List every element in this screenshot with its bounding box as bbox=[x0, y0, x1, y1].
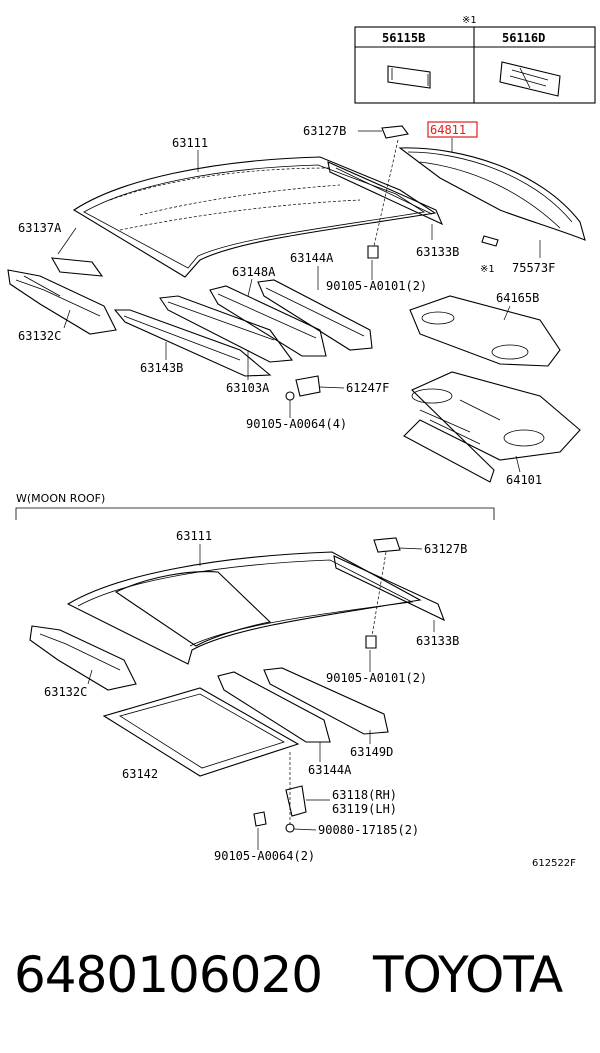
label-64101: 64101 bbox=[506, 473, 542, 487]
label-roof-panel-top: 63111 bbox=[172, 136, 208, 150]
label-63119-lh: 63119(LH) bbox=[332, 802, 397, 816]
label-63149d: 63149D bbox=[350, 745, 393, 759]
note-header-56116d: 56116D bbox=[502, 31, 545, 45]
note-table: ※1 56115B 56116D bbox=[354, 15, 596, 104]
figure-code: 612522F bbox=[532, 858, 576, 869]
label-63118-rh: 63118(RH) bbox=[332, 788, 397, 802]
footer: 6480106020 TOYOTA bbox=[0, 930, 600, 1020]
label-bracket-63127b-top: 63127B bbox=[303, 124, 346, 138]
bracket-61247f bbox=[295, 375, 321, 397]
label-61247f: 61247F bbox=[346, 381, 389, 395]
bolt-90105-a0101-moonroof bbox=[365, 635, 377, 649]
label-roof-panel-moonroof: 63111 bbox=[176, 529, 212, 543]
roof-panel-moonroof bbox=[66, 551, 422, 665]
note-header-56115b: 56115B bbox=[382, 31, 425, 45]
highlight-box-64811 bbox=[427, 121, 478, 138]
bow-63103a bbox=[159, 295, 294, 363]
bow-63148a bbox=[209, 285, 327, 357]
parts-diagram: ※1 56115B 56116D 63111 63127B 64811 6313… bbox=[7, 15, 596, 869]
reinf-63133b-top bbox=[327, 161, 444, 226]
reinf-63133b-moonroof bbox=[333, 555, 445, 622]
brand-name: TOYOTA bbox=[373, 946, 563, 1004]
label-63144a-moonroof: 63144A bbox=[308, 763, 352, 777]
label-90105-a0064-moonroof: 90105-A0064(2) bbox=[214, 849, 315, 863]
emblem-56116d-shape bbox=[499, 61, 561, 97]
bracket-63127b-moonroof bbox=[373, 537, 401, 553]
label-63103a: 63103A bbox=[226, 381, 270, 395]
note-mark: ※1 bbox=[462, 15, 476, 26]
bow-63149d bbox=[263, 667, 389, 735]
label-64811: 64811 bbox=[430, 123, 466, 137]
label-90105-a0064-top: 90105-A0064(4) bbox=[246, 417, 347, 431]
label-63127b-moonroof: 63127B bbox=[424, 542, 467, 556]
panel-64101 bbox=[403, 371, 581, 483]
header-63132c-top bbox=[7, 269, 117, 335]
label-63144a-top: 63144A bbox=[290, 251, 334, 265]
housing-63142 bbox=[102, 687, 300, 777]
label-63133b-top: 63133B bbox=[416, 245, 459, 259]
part-number: 6480106020 bbox=[14, 946, 323, 1004]
label-63133b-moonroof: 63133B bbox=[416, 634, 459, 648]
bow-63144a-moonroof bbox=[217, 671, 331, 743]
label-90105-a0101-moonroof: 90105-A0101(2) bbox=[326, 671, 427, 685]
label-63132c-top: 63132C bbox=[18, 329, 61, 343]
label-note-mark-2: ※1 bbox=[480, 264, 494, 275]
bolt-90105-a0101-top bbox=[367, 245, 379, 259]
label-64165b: 64165B bbox=[496, 291, 539, 305]
moonroof-section-title: W(MOON ROOF) bbox=[16, 492, 105, 505]
emblem-56115b-shape bbox=[387, 65, 431, 89]
label-90105-a0101-top: 90105-A0101(2) bbox=[326, 279, 427, 293]
panel-64165b bbox=[409, 295, 561, 367]
label-63142: 63142 bbox=[122, 767, 158, 781]
bow-63144a-top bbox=[257, 279, 373, 351]
label-63143b: 63143B bbox=[140, 361, 183, 375]
roof-panel-top bbox=[72, 156, 437, 278]
rear-panel-64811 bbox=[398, 147, 586, 241]
label-63132c-moonroof: 63132C bbox=[44, 685, 87, 699]
label-75573f: 75573F bbox=[512, 261, 555, 275]
label-63137a: 63137A bbox=[18, 221, 62, 235]
header-63132c-moonroof bbox=[29, 625, 137, 691]
reinf-63137a bbox=[50, 257, 104, 277]
bracket-63127b-top bbox=[381, 125, 409, 139]
bracket-63118-63119 bbox=[285, 785, 307, 817]
label-90080-17185: 90080-17185(2) bbox=[318, 823, 419, 837]
moonroof-opening bbox=[114, 571, 272, 647]
moonroof-bracket-line bbox=[15, 507, 495, 520]
label-63148a: 63148A bbox=[232, 265, 276, 279]
bow-63143b bbox=[113, 309, 272, 377]
